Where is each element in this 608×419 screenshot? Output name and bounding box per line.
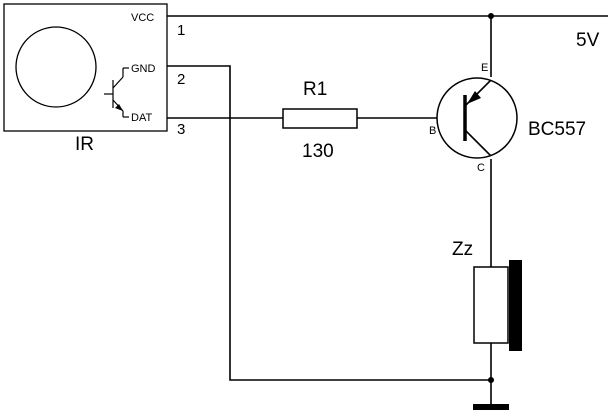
pin-label-dat: DAT <box>131 112 152 124</box>
resistor-r1: R1 130 <box>282 79 358 162</box>
buzzer: Zz <box>452 239 522 351</box>
junction-dot-vcc <box>488 13 494 19</box>
ground-symbol-icon <box>473 404 509 410</box>
ir-sensor-lens <box>15 26 97 108</box>
pin-number-2: 2 <box>177 71 185 88</box>
transistor-emitter-label: E <box>481 62 488 74</box>
resistor-value-label: 130 <box>302 141 334 162</box>
transistor-base-label: B <box>429 125 436 137</box>
pin-number-1: 1 <box>177 22 185 39</box>
ir-module-label: IR <box>75 134 94 155</box>
supply-voltage-label: 5V <box>576 30 600 51</box>
junction-dot-ground <box>488 377 494 383</box>
transistor-part-label: BC557 <box>528 119 586 140</box>
emitter-arrow-icon <box>467 91 481 104</box>
buzzer-body <box>473 266 509 344</box>
wires <box>167 15 608 405</box>
ir-internal-transistor-icon <box>104 67 129 118</box>
pin-number-3: 3 <box>177 121 185 138</box>
buzzer-label: Zz <box>452 239 473 260</box>
ir-receiver-module: VCC GND DAT IR <box>3 3 168 155</box>
resistor-body <box>282 108 358 129</box>
ir-module-body <box>3 3 168 132</box>
pin-label-gnd: GND <box>131 63 156 75</box>
pnp-transistor-bc557: E B C BC557 <box>429 62 586 174</box>
transistor-body <box>436 77 518 159</box>
pin-label-vcc: VCC <box>131 12 154 24</box>
transistor-collector-leg <box>464 129 492 157</box>
transistor-collector-label: C <box>477 162 485 174</box>
resistor-ref-label: R1 <box>303 79 327 100</box>
buzzer-diaphragm <box>509 260 522 351</box>
ground-wire <box>167 65 491 381</box>
